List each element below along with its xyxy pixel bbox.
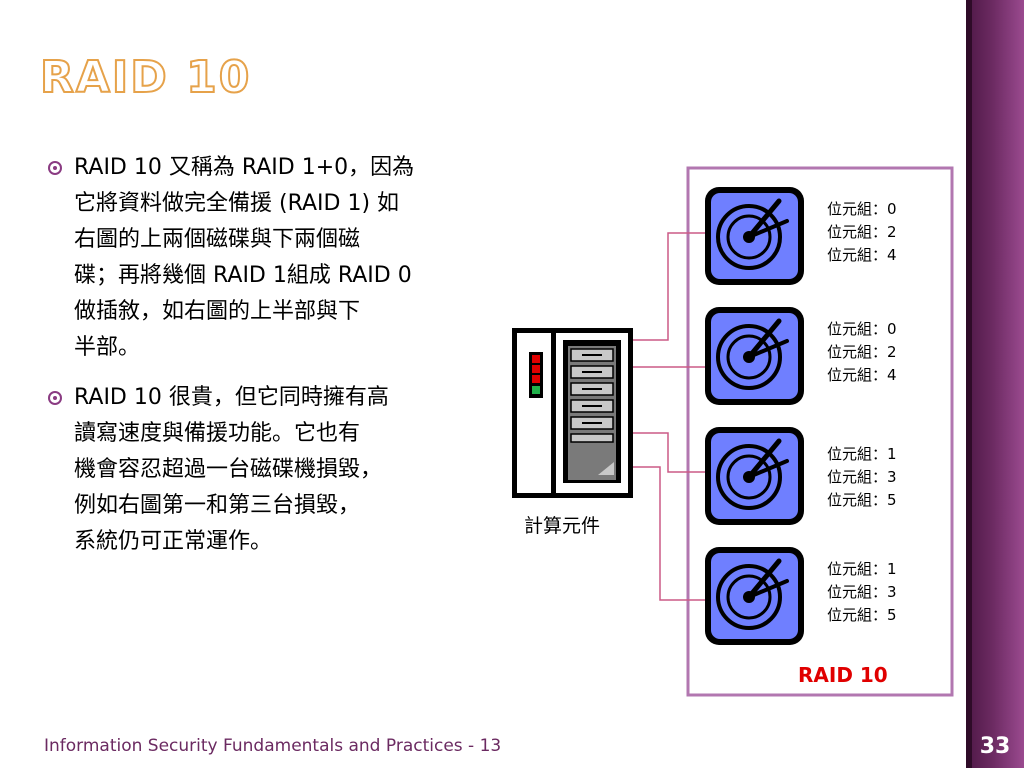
bullet-line: 碟；再將幾個 RAID 1組成 RAID 0 (74, 263, 412, 288)
disk-4-bytes: 位元組：1 位元組：3 位元組：5 (827, 558, 897, 627)
byte-label: 位元組：3 (827, 583, 897, 601)
bullet-line: 系統仍可正常運作。 (74, 529, 273, 554)
disk-1 (705, 187, 804, 285)
bullet-ring-icon (48, 161, 62, 175)
page-number: 33 (979, 734, 1011, 759)
bullet-line: 例如右圖第一和第三台損毀， (74, 493, 361, 518)
bullet-line: 做插敘，如右圖的上半部與下 (74, 299, 361, 324)
disk-4 (705, 547, 804, 645)
connector-disk-3 (633, 432, 705, 473)
byte-label: 位元組：5 (827, 606, 897, 624)
bullet-line: RAID 10 很貴，但它同時擁有高 (74, 385, 389, 410)
bullet-line: 半部。 (74, 335, 141, 360)
bullet-ring-icon (48, 391, 62, 405)
byte-label: 位元組：4 (827, 246, 897, 264)
disk-2 (705, 307, 804, 405)
byte-label: 位元組：0 (827, 200, 897, 218)
connector-disk-4 (633, 466, 705, 601)
bullet-item-1: RAID 10 又稱為 RAID 1+0，因為 它將資料做完全備援 (RAID … (44, 150, 474, 366)
server-icon (512, 328, 633, 498)
byte-label: 位元組：2 (827, 223, 897, 241)
byte-label: 位元組：2 (827, 343, 897, 361)
bullet-line: 它將資料做完全備援 (RAID 1) 如 (74, 191, 400, 216)
byte-label: 位元組：0 (827, 320, 897, 338)
computer-label: 計算元件 (524, 515, 601, 537)
disk-3-bytes: 位元組：1 位元組：3 位元組：5 (827, 443, 897, 512)
bullet-list: RAID 10 又稱為 RAID 1+0，因為 它將資料做完全備援 (RAID … (44, 150, 474, 574)
byte-label: 位元組：1 (827, 445, 897, 463)
bullet-line: RAID 10 又稱為 RAID 1+0，因為 (74, 155, 415, 180)
bullet-line: 讀寫速度與備援功能。它也有 (74, 421, 361, 446)
slide-title: RAID 10 (39, 51, 252, 104)
connector-lines (633, 232, 705, 601)
byte-label: 位元組：4 (827, 366, 897, 384)
byte-label: 位元組：5 (827, 491, 897, 509)
disk-2-bytes: 位元組：0 位元組：2 位元組：4 (827, 318, 897, 387)
bullet-line: 右圖的上兩個磁碟與下兩個磁 (74, 227, 361, 252)
bullet-item-2: RAID 10 很貴，但它同時擁有高 讀寫速度與備援功能。它也有 機會容忍超過一… (44, 380, 474, 560)
footer-text: Information Security Fundamentals and Pr… (44, 736, 502, 756)
sidebar-decoration (966, 0, 1024, 768)
disk-3 (705, 427, 804, 525)
byte-label: 位元組：1 (827, 560, 897, 578)
raid-array-label: RAID 10 (798, 663, 888, 687)
bullet-line: 機會容忍超過一台磁碟機損毀， (74, 457, 383, 482)
disk-1-bytes: 位元組：0 位元組：2 位元組：4 (827, 198, 897, 267)
byte-label: 位元組：3 (827, 468, 897, 486)
connector-disk-1 (633, 232, 705, 341)
